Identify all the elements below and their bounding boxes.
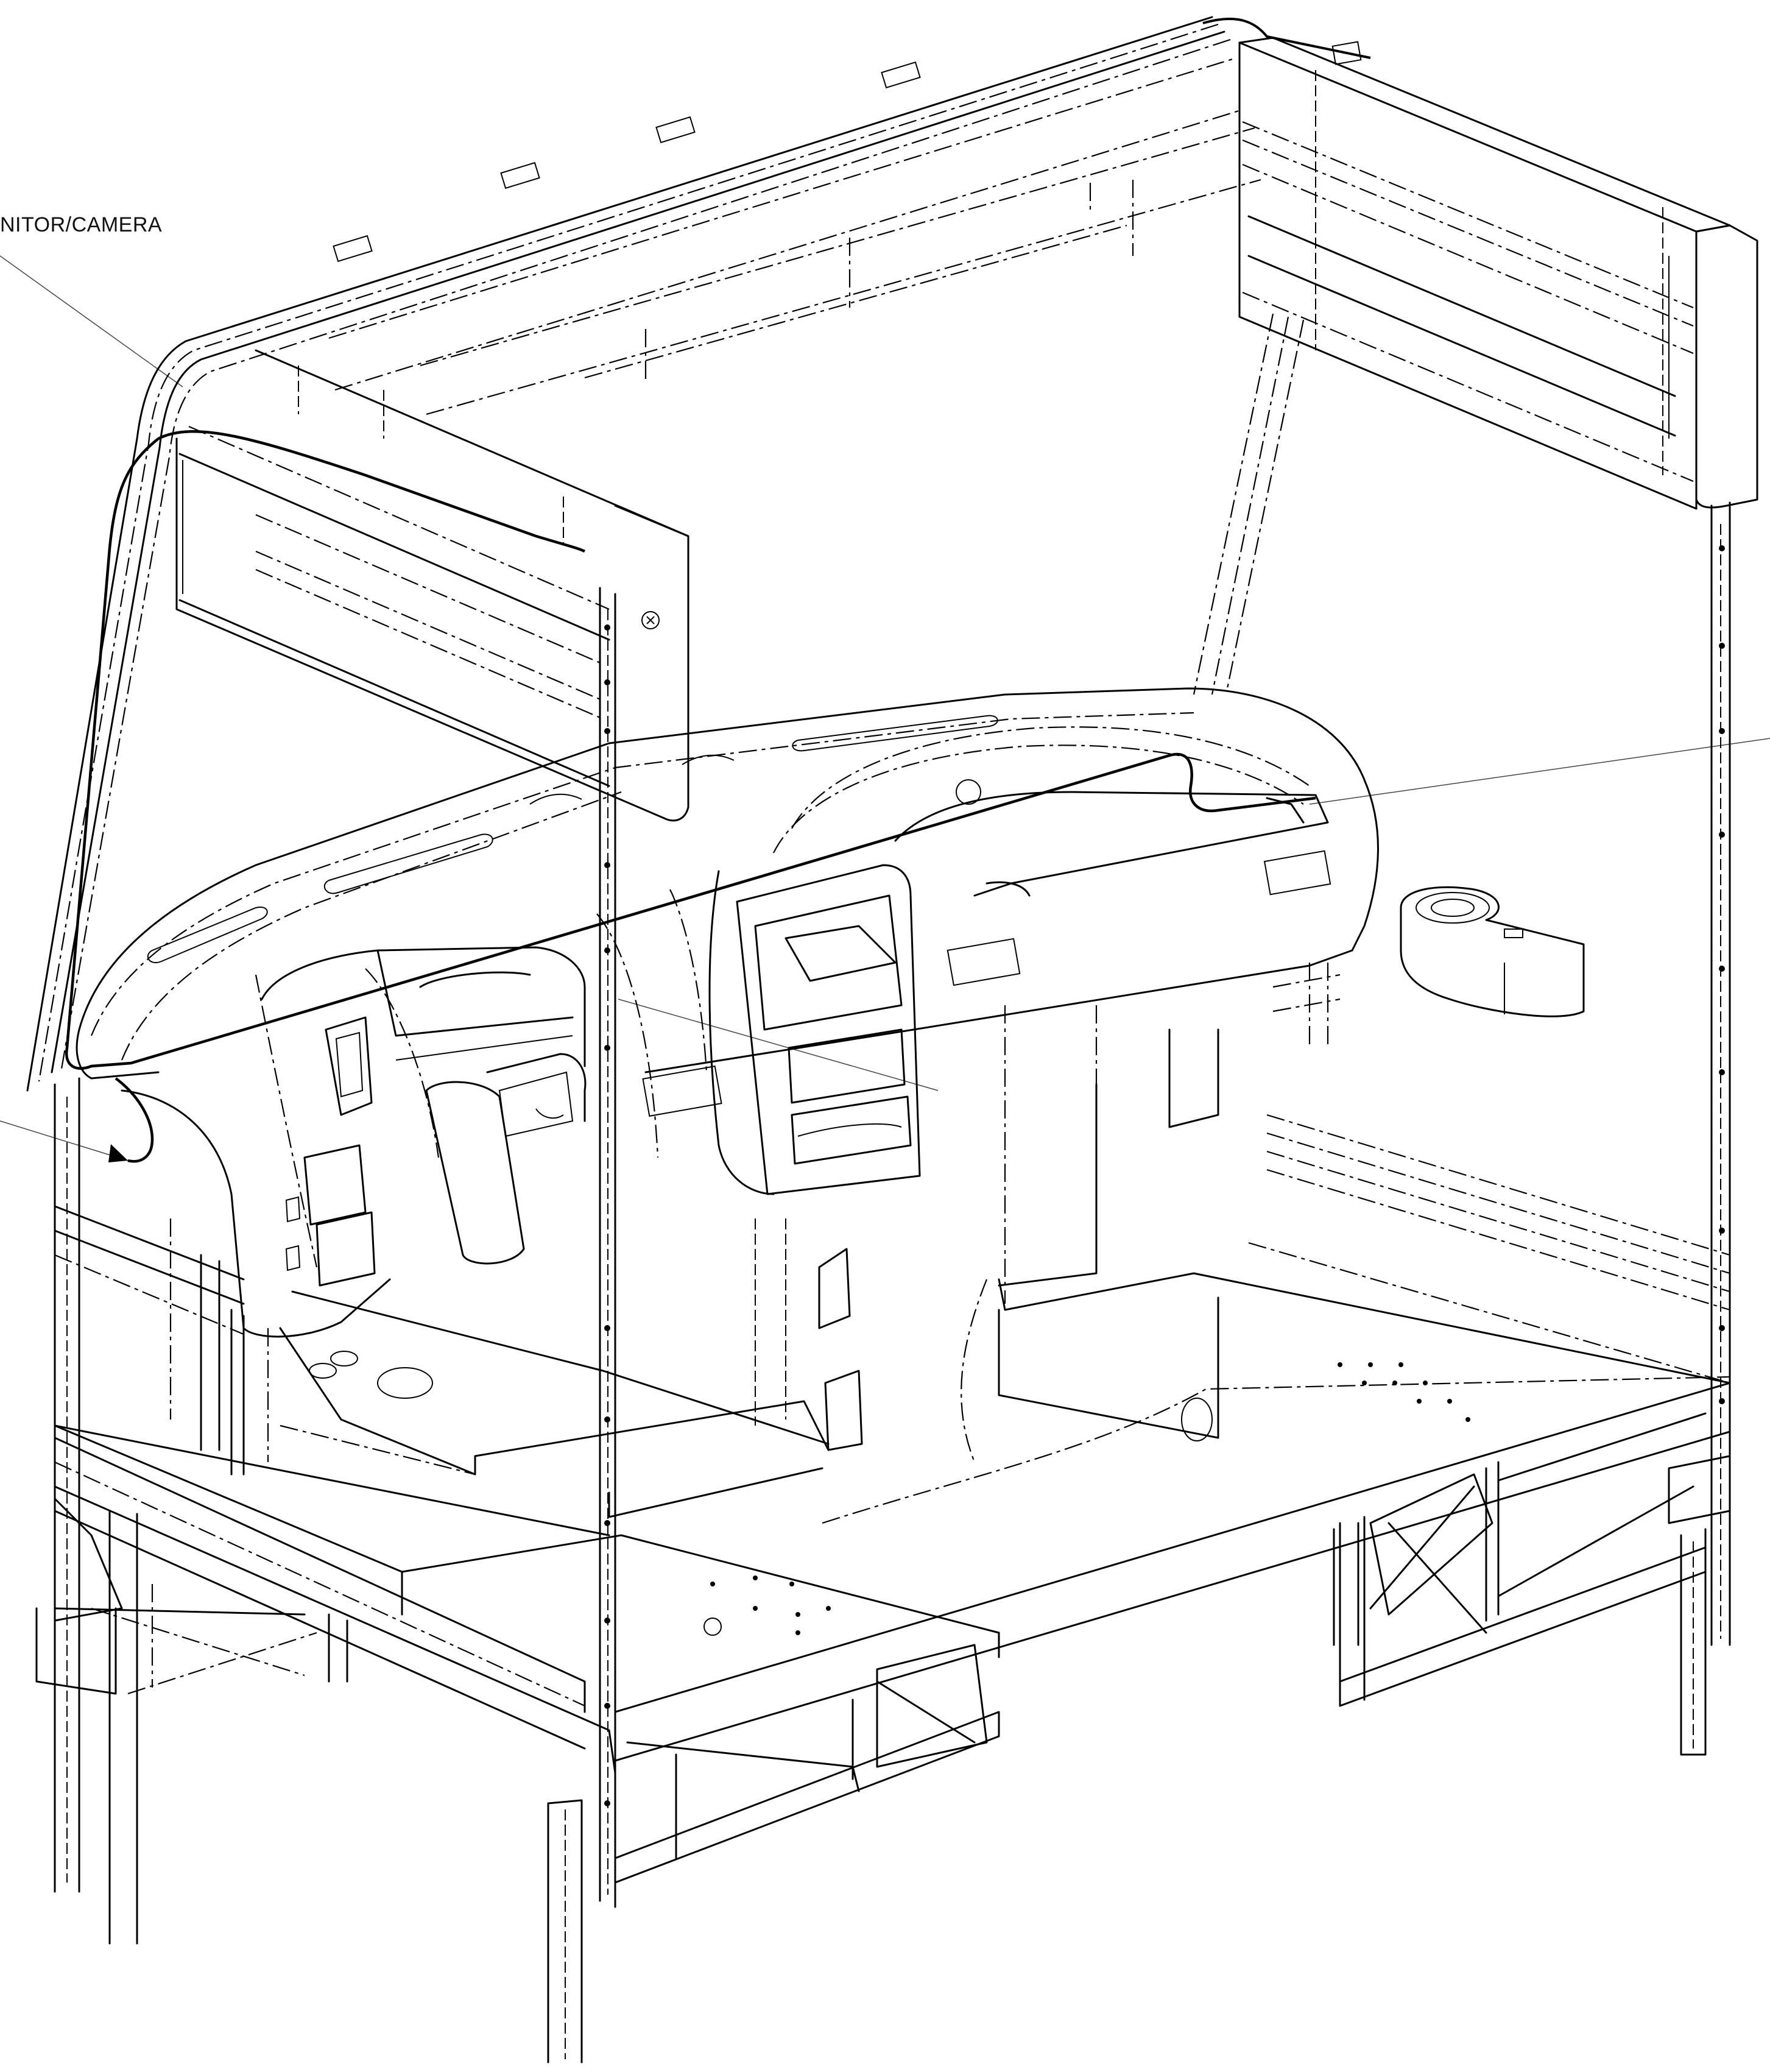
leader-monitor-camera — [0, 255, 183, 387]
cable-harness — [65, 430, 1316, 1163]
dash-vent-slots — [147, 715, 998, 963]
lower-frame — [35, 1412, 1731, 1884]
callout-monitor-camera-label: NITOR/CAMERA — [0, 213, 163, 236]
roof-brackets — [333, 41, 1362, 263]
roof-frame — [26, 16, 1371, 1092]
dashboard — [76, 687, 1585, 1338]
leader-dash-center — [618, 999, 939, 1091]
floor-platform — [54, 1005, 1731, 1762]
rear-header-box — [1238, 37, 1758, 510]
posts — [54, 313, 1731, 2063]
left-wall — [54, 1205, 863, 1476]
leader-left-mid — [0, 1120, 129, 1161]
leader-lines — [0, 255, 1770, 1162]
front-header-box — [175, 349, 689, 822]
leader-right-top — [1309, 738, 1770, 805]
post-mounting-holes — [604, 545, 1725, 1806]
right-wall — [1168, 963, 1730, 1311]
leader-arrowhead — [108, 1144, 128, 1162]
